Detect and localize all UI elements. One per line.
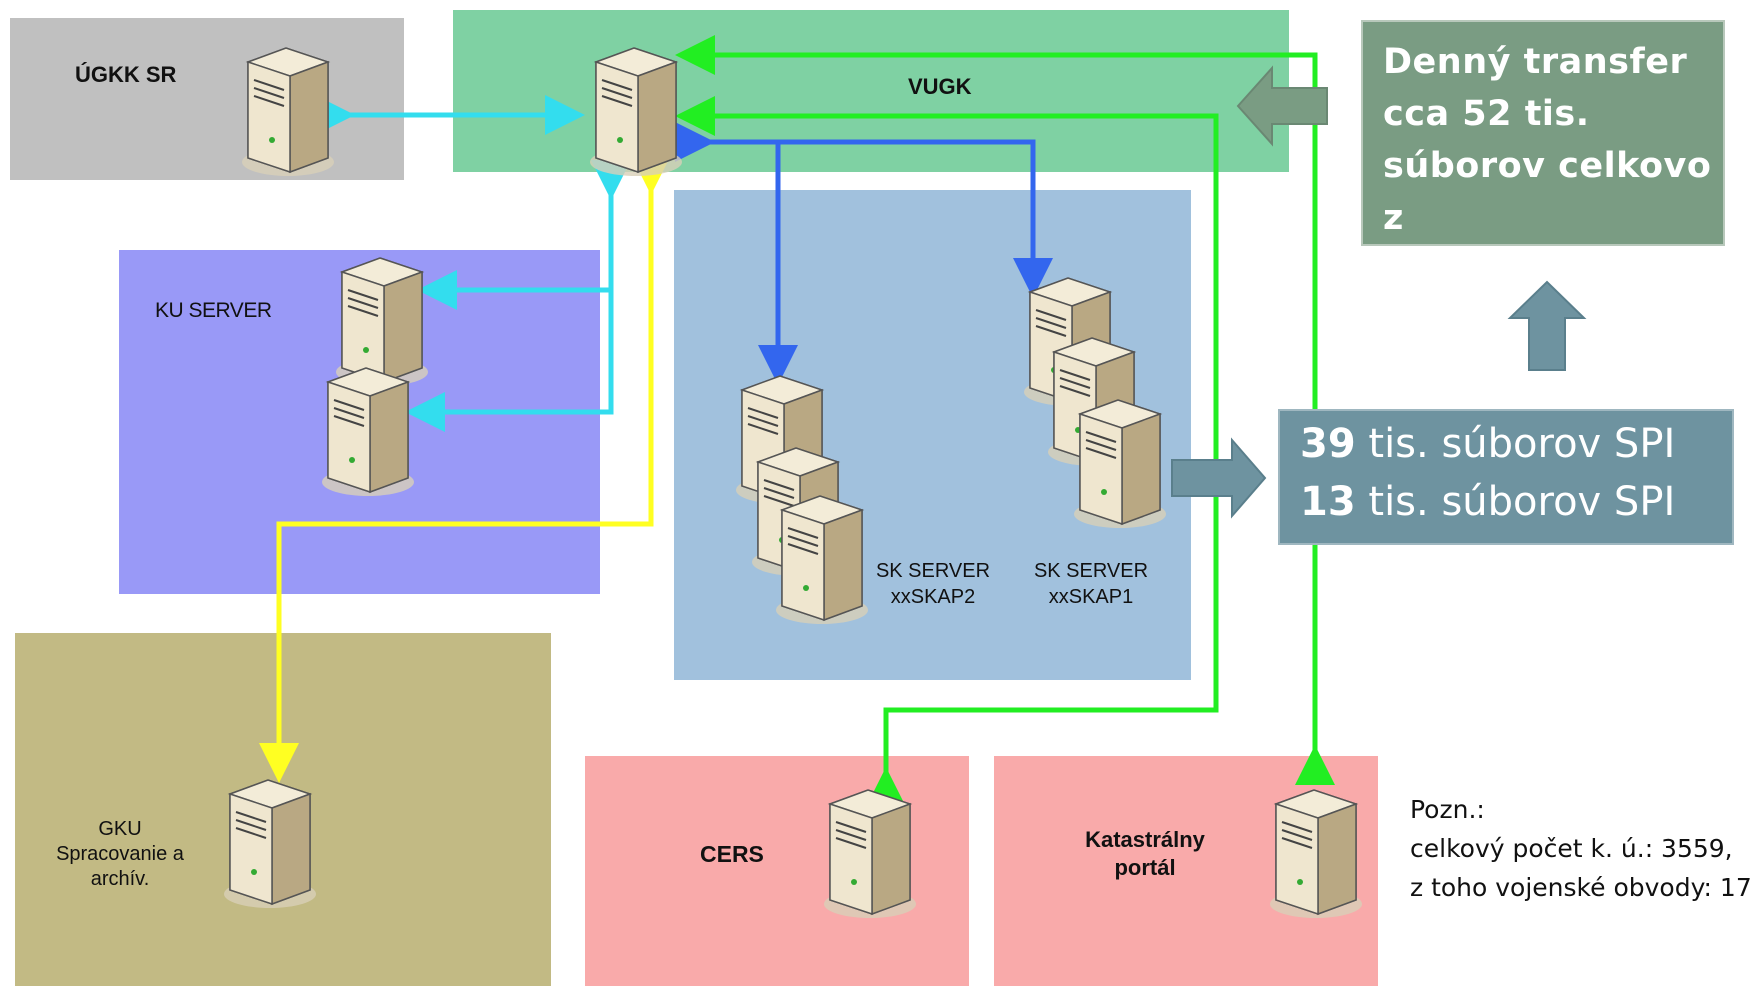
ugkk-label: ÚGKK SR: [75, 62, 177, 87]
spi-line2-num: 13: [1300, 479, 1356, 525]
block-arrow-up: [1507, 280, 1587, 371]
link-cers-vugk: [675, 96, 1219, 807]
remark-line1: celkový počet k. ú.: 3559,: [1410, 834, 1733, 863]
spi-line1: 39 tis. súborov SPI: [1300, 421, 1675, 467]
ku-server-label: KU SERVER: [155, 299, 272, 322]
transfer-line3: súborov celkovo z: [1383, 146, 1712, 238]
portal-label: Katastrálny portál: [1060, 826, 1230, 882]
server-icon: [762, 488, 872, 628]
server-icon: [810, 782, 920, 922]
transfer-line4: 3542 k. ú.: [1383, 250, 1585, 290]
transfer-note: Denný transfer cca 52 tis. súborov celko…: [1361, 20, 1725, 290]
link-vugk-gku: [259, 155, 671, 783]
server-icon: [308, 360, 418, 500]
transfer-note-text: Denný transfer cca 52 tis. súborov celko…: [1383, 36, 1723, 296]
spi-line1-text: tis. súborov SPI: [1355, 421, 1676, 467]
link-vugk-ku: [405, 160, 631, 432]
transfer-line1: Denný transfer: [1383, 42, 1688, 82]
block-arrow-left: [1236, 65, 1328, 147]
remark: Pozn.: celkový počet k. ú.: 3559, z toho…: [1410, 790, 1752, 907]
spi-box: 39 tis. súborov SPI 13 tis. súborov SPI: [1278, 409, 1734, 545]
gku-line2: Spracovanie a: [56, 843, 184, 865]
remark-line2: z toho vojenské obvody: 17: [1410, 873, 1752, 902]
link-vugk-sk: [675, 122, 1053, 298]
portal-line1: Katastrálny: [1085, 827, 1205, 852]
portal-line2: portál: [1114, 855, 1176, 880]
server-icon: [1060, 392, 1170, 532]
transfer-line2: cca 52 tis.: [1383, 94, 1590, 134]
server-icon: [322, 250, 432, 390]
spi-line1-num: 39: [1300, 421, 1356, 467]
server-icon: [228, 40, 338, 180]
block-arrow-right: [1171, 437, 1267, 519]
gku-name: GKU: [98, 818, 142, 840]
cers-label: CERS: [700, 841, 764, 867]
remark-title: Pozn.:: [1410, 795, 1485, 824]
gku-label: GKU Spracovanie a archív.: [40, 817, 200, 892]
gku-line3: archív.: [90, 868, 150, 890]
server-icon: [210, 772, 320, 912]
server-icon: [1256, 782, 1366, 922]
spi-line2-text: tis. súborov SPI: [1355, 479, 1676, 525]
server-icon: [576, 40, 686, 180]
spi-line2: 13 tis. súborov SPI: [1300, 479, 1675, 525]
